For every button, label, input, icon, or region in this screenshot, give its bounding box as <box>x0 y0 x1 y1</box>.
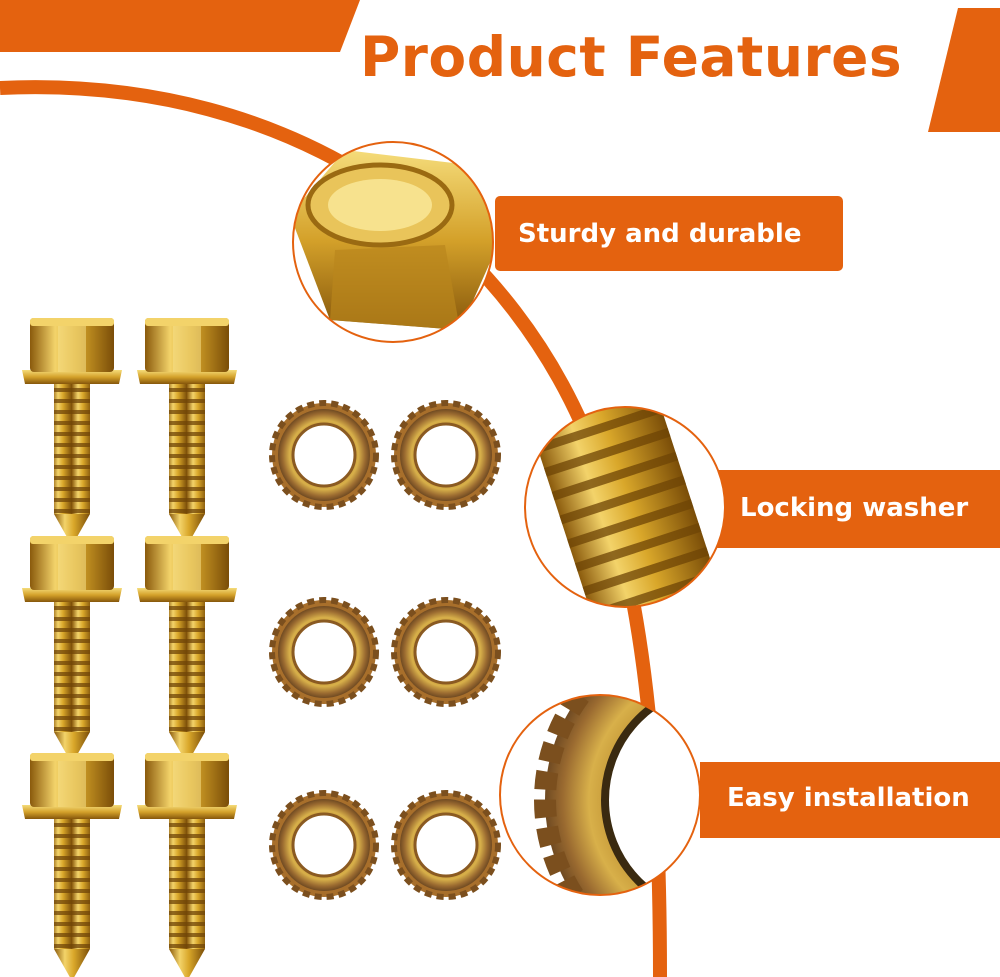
screws-group <box>22 318 237 977</box>
feature-bar-2 <box>700 470 1000 548</box>
washers-group <box>272 403 498 897</box>
washer <box>272 600 376 704</box>
screw <box>22 536 122 764</box>
feature-label-sturdy: Sturdy and durable <box>518 219 802 249</box>
washer <box>394 403 498 507</box>
washer <box>394 793 498 897</box>
screw <box>22 318 122 546</box>
thread-closeup <box>524 406 726 608</box>
screw <box>137 536 237 764</box>
hex-head-closeup <box>292 141 494 343</box>
page-title: Product Features <box>360 25 903 89</box>
feature-label-installation: Easy installation <box>727 783 970 813</box>
feature-label-locking: Locking washer <box>740 493 969 523</box>
washer <box>394 600 498 704</box>
header-bar-left <box>0 0 360 52</box>
feature-bar-3 <box>700 762 1000 838</box>
screw <box>137 753 237 977</box>
header-bar-right <box>928 8 1000 132</box>
screw <box>137 318 237 546</box>
screw <box>22 753 122 977</box>
feature-bar-1 <box>495 196 843 271</box>
washer <box>272 793 376 897</box>
washer <box>272 403 376 507</box>
washer-closeup <box>499 694 701 896</box>
